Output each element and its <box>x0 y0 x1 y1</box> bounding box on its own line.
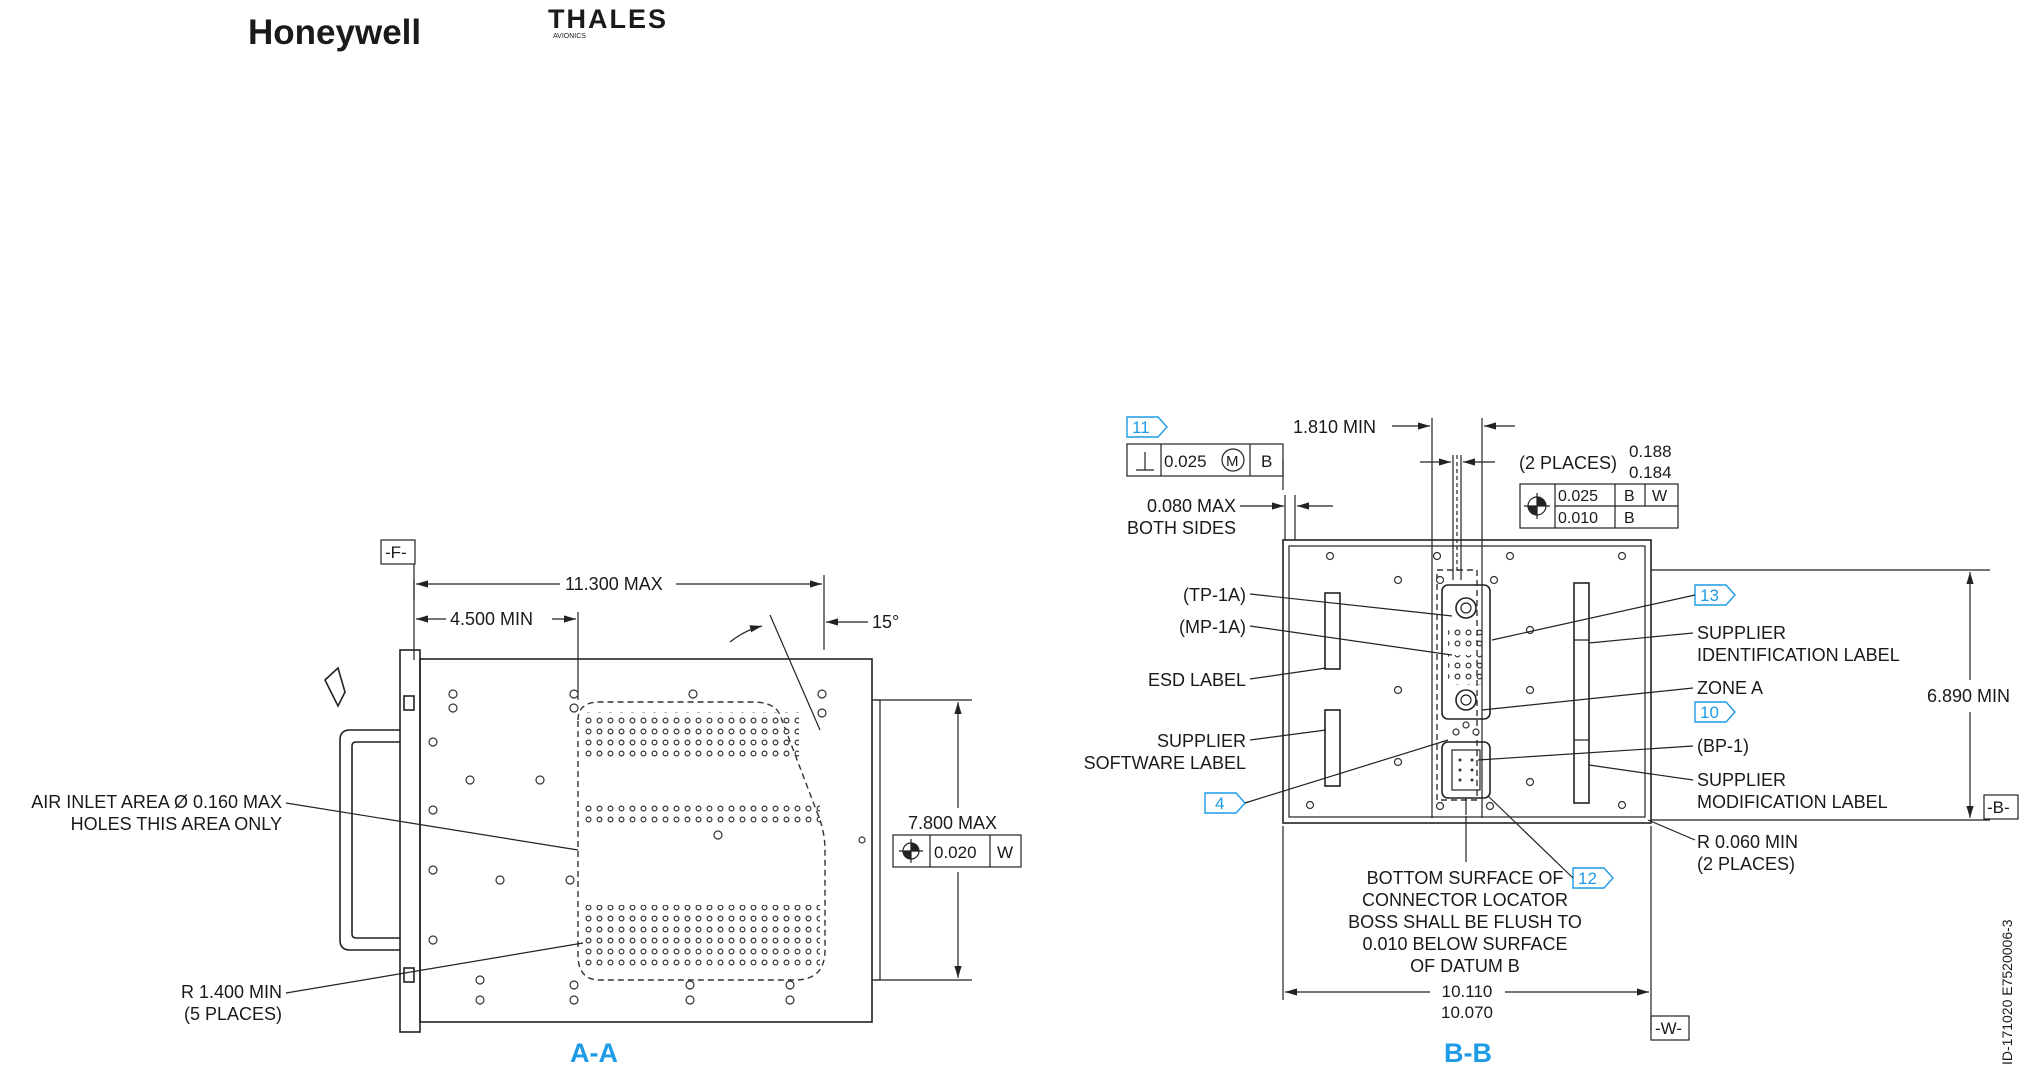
perp-modifier: M <box>1226 453 1239 470</box>
datum-b: -B- <box>1987 798 2010 817</box>
edge-080-label-1: 0.080 MAX <box>1147 496 1236 516</box>
aa-screws <box>428 689 866 1005</box>
perpendicularity-frame: 0.025 M B <box>1126 443 1284 477</box>
bp1-label: (BP-1) <box>1697 736 1749 756</box>
aa-position-tolerance-frame: 0.020 W <box>892 834 1022 868</box>
thales-logo: THALES AVIONICS <box>548 4 668 40</box>
edge-080-label-2: BOTH SIDES <box>1127 518 1236 538</box>
air-inlet-label-1: AIR INLET AREA Ø 0.160 MAX <box>31 792 282 812</box>
svg-text:0.010 BELOW SURFACE: 0.010 BELOW SURFACE <box>1362 934 1567 954</box>
tp1a-label: (TP-1A) <box>1183 585 1246 605</box>
supplier-id-2: IDENTIFICATION LABEL <box>1697 645 1900 665</box>
sw-label-1: SUPPLIER <box>1157 731 1246 751</box>
svg-text:OF DATUM B: OF DATUM B <box>1410 956 1520 976</box>
connector-note: BOTTOM SURFACE OF CONNECTOR LOCATOR BOSS… <box>1348 868 1582 976</box>
bb-position-frame: 0.025 B W 0.010 B <box>1519 483 1679 529</box>
radius-1400-label-1: R 1.400 MIN <box>181 982 282 1002</box>
r060-label-1: R 0.060 MIN <box>1697 832 1798 852</box>
places-2: (2 PLACES) <box>1519 453 1617 473</box>
svg-text:THALES: THALES <box>548 4 668 34</box>
pos-value-2: 0.010 <box>1558 510 1598 527</box>
datum-w: -W- <box>1655 1019 1682 1038</box>
pos-value-1: 0.025 <box>1558 488 1598 505</box>
callout-13: 13 <box>1700 586 1719 605</box>
svg-text:CONNECTOR LOCATOR: CONNECTOR LOCATOR <box>1362 890 1568 910</box>
radius-1400-label-2: (5 PLACES) <box>184 1004 282 1024</box>
svg-text:AVIONICS: AVIONICS <box>553 33 586 40</box>
dim-1810-min: 1.810 MIN <box>1293 417 1376 437</box>
supplier-mod-1: SUPPLIER <box>1697 770 1786 790</box>
callout-10: 10 <box>1700 703 1719 722</box>
supplier-id-1: SUPPLIER <box>1697 623 1786 643</box>
width-lower: 10.070 <box>1441 1003 1493 1022</box>
perp-datum: B <box>1261 452 1272 471</box>
perp-value: 0.025 <box>1164 452 1207 471</box>
esd-label: ESD LABEL <box>1148 670 1246 690</box>
pos-datum-2: B <box>1624 510 1635 527</box>
honeywell-logo: Honeywell <box>248 13 421 52</box>
pos-datum-1a: B <box>1624 488 1635 505</box>
dia-upper: 0.188 <box>1629 442 1672 461</box>
svg-text:BOTTOM SURFACE OF: BOTTOM SURFACE OF <box>1367 868 1564 888</box>
supplier-mod-2: MODIFICATION LABEL <box>1697 792 1888 812</box>
mp1a-label: (MP-1A) <box>1179 617 1246 637</box>
drawing-id: ID-171020 E7520006-3 <box>1999 919 2015 1065</box>
angle-15: 15° <box>872 612 899 632</box>
dim-height-6890: 6.890 MIN <box>1927 686 2010 706</box>
svg-text:BOSS SHALL BE FLUSH TO: BOSS SHALL BE FLUSH TO <box>1348 912 1582 932</box>
air-inlet-label-2: HOLES THIS AREA ONLY <box>71 814 282 834</box>
dim-4500-min: 4.500 MIN <box>450 609 533 629</box>
dim-height-7800: 7.800 MAX <box>908 813 997 833</box>
view-aa-title: A-A <box>570 1038 618 1068</box>
aa-tol-value: 0.020 <box>934 843 977 862</box>
sw-label-2: SOFTWARE LABEL <box>1084 753 1246 773</box>
zone-a: ZONE A <box>1697 678 1763 698</box>
view-aa: -F- 11.300 MAX 4.500 MIN 15° <box>31 539 1022 1068</box>
view-bb-title: B-B <box>1444 1038 1492 1068</box>
aa-tol-datum: W <box>997 843 1013 862</box>
callout-12: 12 <box>1578 869 1597 888</box>
datum-f: -F- <box>385 543 407 562</box>
callout-4: 4 <box>1215 794 1224 813</box>
view-bb: 11 0.025 M B 0.080 MAX BOTH SIDES 1.810 … <box>1084 416 2019 1068</box>
dim-overall-length: 11.300 MAX <box>565 574 663 594</box>
bb-screws <box>1305 551 1627 811</box>
r060-label-2: (2 PLACES) <box>1697 854 1795 874</box>
width-upper: 10.110 <box>1442 982 1493 1001</box>
callout-11: 11 <box>1132 418 1150 437</box>
dia-lower: 0.184 <box>1629 463 1672 482</box>
pos-datum-1b: W <box>1652 488 1668 505</box>
